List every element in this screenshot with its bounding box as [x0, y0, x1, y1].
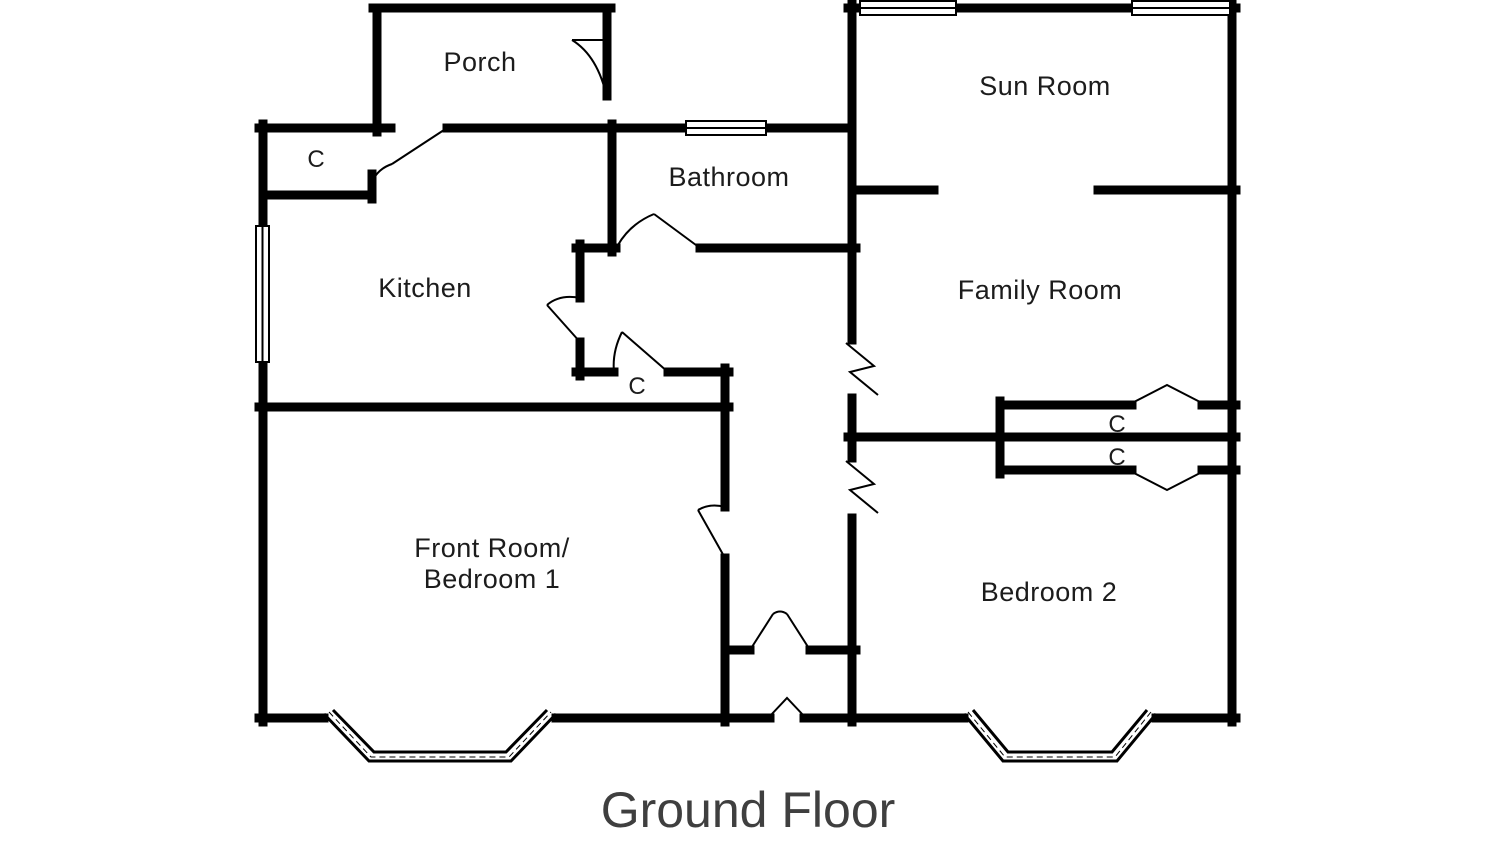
bathroom-walls: [607, 119, 861, 257]
label-closet-topleft: C: [307, 146, 324, 173]
opening-hall-bedroom-lower: [845, 460, 879, 514]
window-sunroom-2: [1131, 0, 1231, 16]
label-sun-room: Sun Room: [979, 71, 1111, 101]
porch-door: [571, 39, 608, 99]
window-sunroom-1: [859, 0, 957, 16]
opening-closet-bottom: [1131, 471, 1203, 492]
front-room-door: [697, 504, 726, 559]
hall-bottom-walls: [720, 645, 861, 723]
bay-windows: [322, 708, 1158, 763]
window-left-wall: [255, 225, 270, 363]
label-closet-center: C: [628, 373, 645, 400]
closet-center-door: [612, 331, 669, 373]
walls: [254, 0, 1241, 727]
front-room-walls: [254, 398, 734, 727]
label-kitchen: Kitchen: [378, 273, 472, 303]
label-front-room-line1: Front Room/: [414, 533, 570, 563]
label-closet-right-2: C: [1108, 444, 1125, 471]
window-bathroom: [685, 120, 767, 136]
opening-hall-bottom: [769, 696, 805, 717]
doors: [373, 39, 811, 651]
bathroom-door: [617, 213, 701, 249]
opening-closet-top: [1131, 383, 1203, 404]
windows: [255, 0, 1231, 363]
closets-right-walls: [995, 396, 1241, 479]
closet-center-walls: [571, 363, 734, 416]
hall-double-door: [749, 610, 811, 651]
label-closet-right-1: C: [1108, 411, 1125, 438]
label-bedroom-2: Bedroom 2: [981, 577, 1118, 607]
bay-window-bedroom-2: [962, 709, 1158, 763]
opening-marks: [769, 342, 1203, 717]
hall-center-walls: [571, 239, 621, 381]
bay-window-front-room: [322, 708, 558, 763]
porch-walls: [368, 3, 616, 137]
opening-hall-family-upper: [845, 342, 879, 396]
closet-topleft-door: [373, 127, 448, 179]
room-labels: Porch Sun Room Bathroom Kitchen Family R…: [307, 47, 1125, 607]
label-porch: Porch: [443, 47, 516, 77]
closet-topleft-walls: [258, 169, 377, 204]
floor-title: Ground Floor: [601, 782, 896, 838]
label-bathroom: Bathroom: [668, 162, 789, 192]
label-family-room: Family Room: [958, 275, 1123, 305]
label-front-room-line2: Bedroom 1: [424, 564, 561, 594]
kitchen-door: [546, 295, 581, 343]
